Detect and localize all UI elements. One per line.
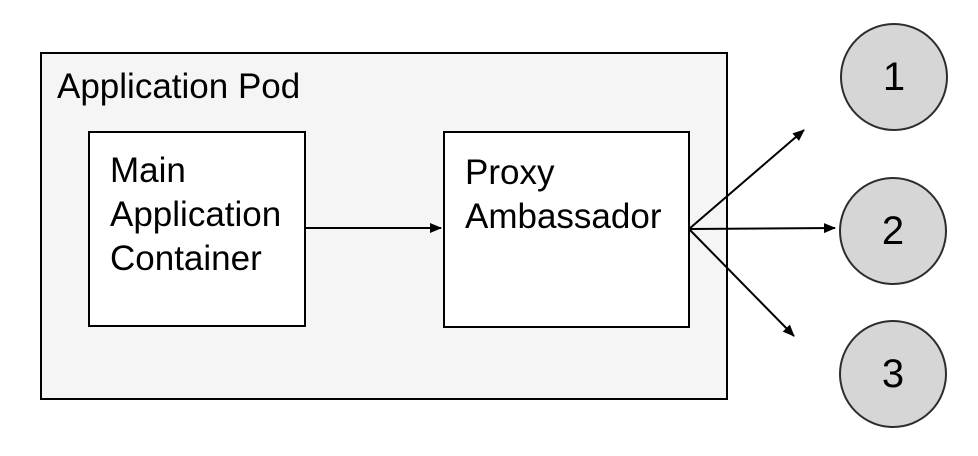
node-label-main-application-container: Main Application Container (110, 151, 282, 278)
endpoint-circle-3: 3 (839, 320, 947, 428)
endpoint-circle-1: 1 (840, 23, 948, 131)
application-pod-label: Application Pod (57, 67, 301, 106)
endpoint-label-1: 1 (882, 55, 906, 99)
node-proxy-ambassador: Proxy Ambassador (443, 131, 690, 328)
node-main-application-container: Main Application Container (88, 131, 306, 327)
endpoint-label-2: 2 (881, 209, 905, 253)
node-label-proxy-ambassador: Proxy Ambassador (465, 153, 662, 236)
endpoint-circle-2: 2 (839, 177, 947, 285)
endpoint-label-3: 3 (881, 352, 905, 396)
